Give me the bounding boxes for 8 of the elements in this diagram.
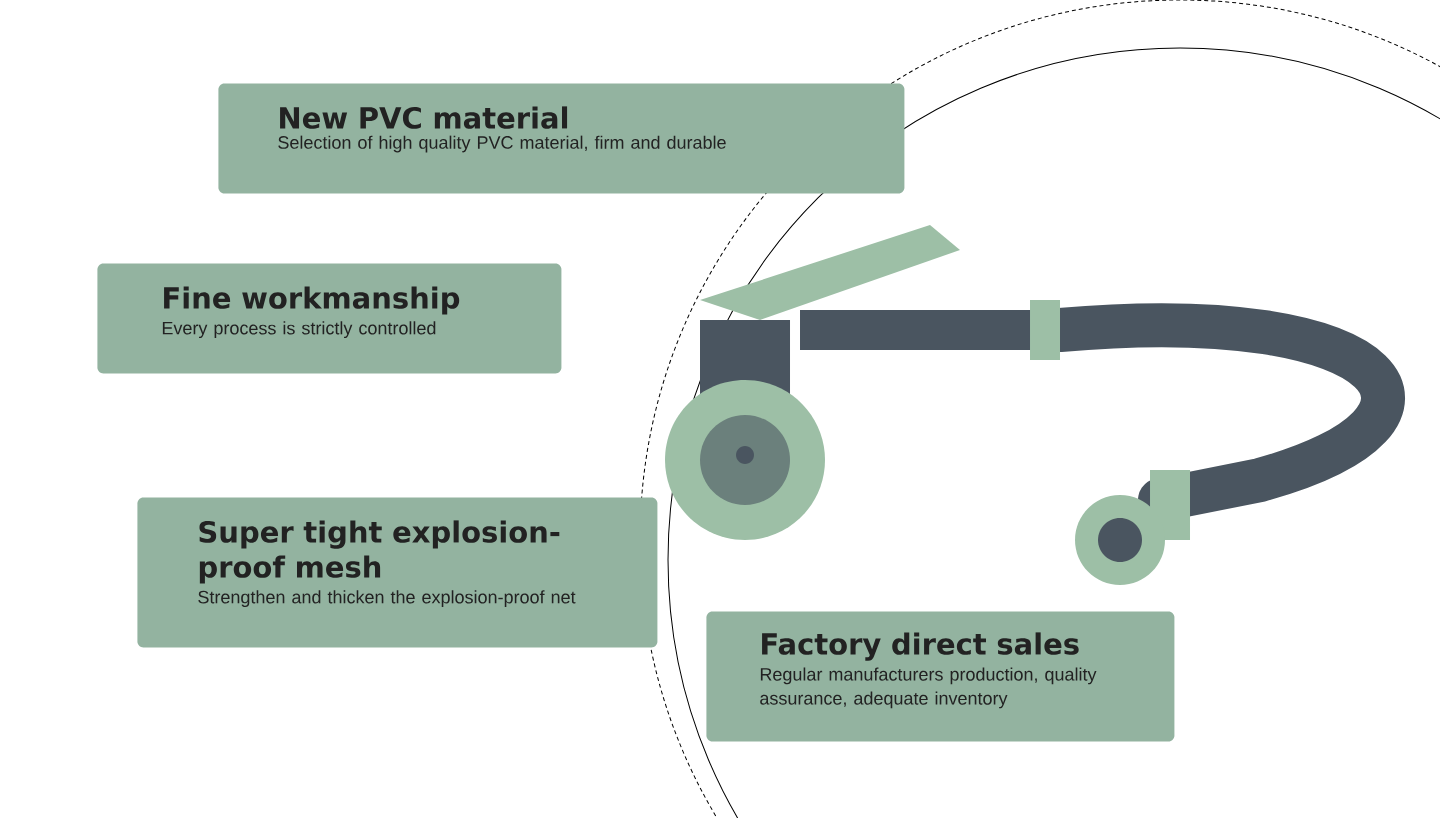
feature-description: Strengthen and thicken the explosion-proof net bbox=[198, 590, 576, 608]
feature-description: Selection of high quality PVC material, firm and durable bbox=[278, 135, 726, 153]
feature-heading: New PVC material bbox=[280, 106, 568, 129]
feature-heading: Factory direct sales bbox=[762, 632, 1079, 661]
feature-description: Every process is strictly controlled bbox=[162, 321, 436, 339]
feature-description: Regular manufacturers production, quality assurance, adequate inventory bbox=[760, 667, 1097, 709]
feature-heading: Fine workmanship bbox=[164, 286, 460, 315]
feature-heading: Super tight explosion-proof mesh bbox=[199, 520, 560, 584]
